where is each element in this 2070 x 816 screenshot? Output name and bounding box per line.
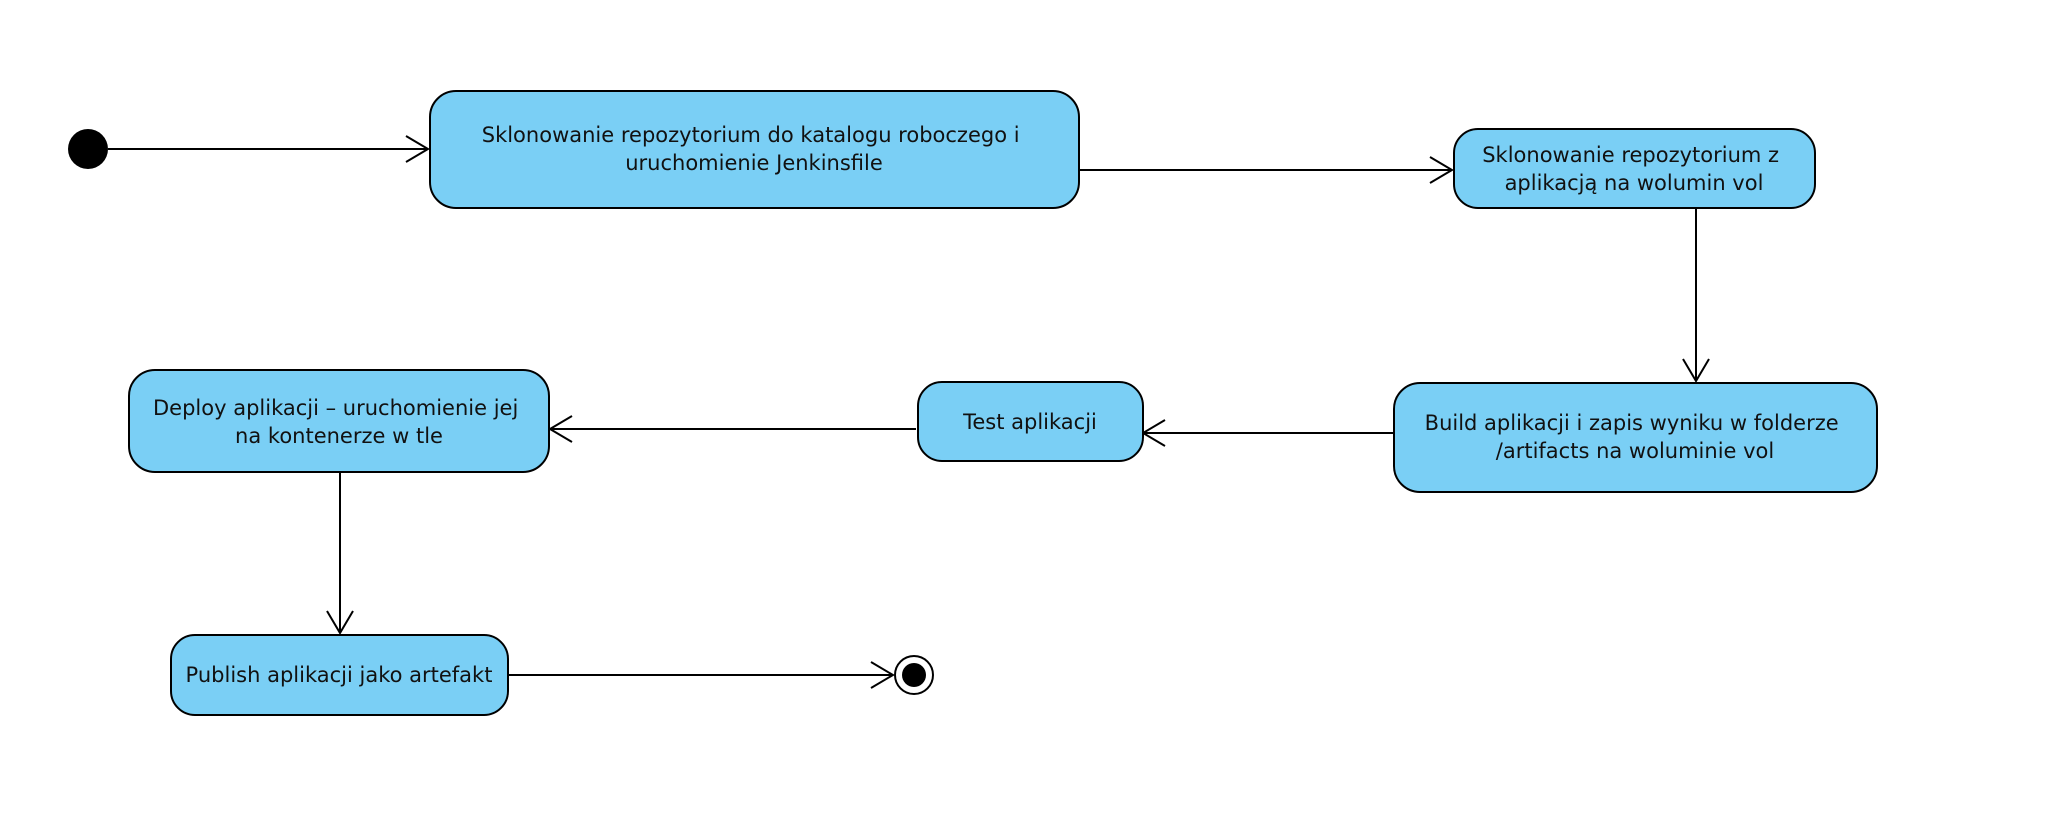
state-test: Test aplikacji	[917, 381, 1144, 462]
state-clone-jenkins: Sklonowanie repozytorium do katalogu rob…	[429, 90, 1080, 209]
state-test-line-1: Test aplikacji	[962, 410, 1097, 434]
arrowhead	[870, 661, 895, 689]
state-build-line-2: /artifacts na woluminie vol	[1496, 439, 1774, 463]
state-publish: Publish aplikacji jako artefakt	[170, 634, 509, 716]
state-clone-volume-line-2: aplikacją na wolumin vol	[1505, 171, 1764, 195]
final-node	[894, 655, 934, 695]
svg-text:Sklonowanie repozytorium do ka: Sklonowanie repozytorium do katalogu rob…	[482, 123, 1027, 175]
state-clone-volume: Sklonowanie repozytorium z aplikacją na …	[1453, 128, 1816, 209]
state-build: Build aplikacji i zapis wyniku w folderz…	[1393, 382, 1878, 493]
state-clone-jenkins-line-2: uruchomienie Jenkinsfile	[625, 151, 883, 175]
states: Sklonowanie repozytorium do katalogu rob…	[128, 90, 1878, 716]
state-clone-jenkins-line-1: Sklonowanie repozytorium do katalogu rob…	[482, 123, 1020, 147]
svg-text:Build aplikacji i zapis wyniku: Build aplikacji i zapis wyniku w folderz…	[1425, 411, 1846, 463]
arrowhead	[1429, 156, 1454, 184]
svg-text:Test aplikacji: Test aplikacji	[962, 410, 1097, 434]
state-clone-volume-line-1: Sklonowanie repozytorium z	[1482, 143, 1779, 167]
arrowhead	[405, 135, 430, 163]
initial-node	[68, 129, 108, 169]
state-deploy: Deploy aplikacji – uruchomienie jej na k…	[128, 369, 550, 473]
arrowhead	[326, 610, 354, 635]
transitions	[108, 135, 1710, 689]
arrowhead	[1682, 358, 1710, 383]
state-deploy-line-1: Deploy aplikacji – uruchomienie jej	[153, 396, 518, 420]
svg-text:Deploy aplikacji – uruchomieni: Deploy aplikacji – uruchomienie jej na k…	[153, 396, 525, 448]
svg-text:Sklonowanie repozytorium z: Sklonowanie repozytorium z aplikacją na …	[1482, 143, 1786, 195]
state-deploy-line-2: na kontenerze w tle	[235, 424, 443, 448]
state-publish-line-1: Publish aplikacji jako artefakt	[186, 663, 493, 687]
svg-text:Publish aplikacji jako artefak: Publish aplikacji jako artefakt	[186, 663, 493, 687]
state-build-line-1: Build aplikacji i zapis wyniku w folderz…	[1425, 411, 1839, 435]
